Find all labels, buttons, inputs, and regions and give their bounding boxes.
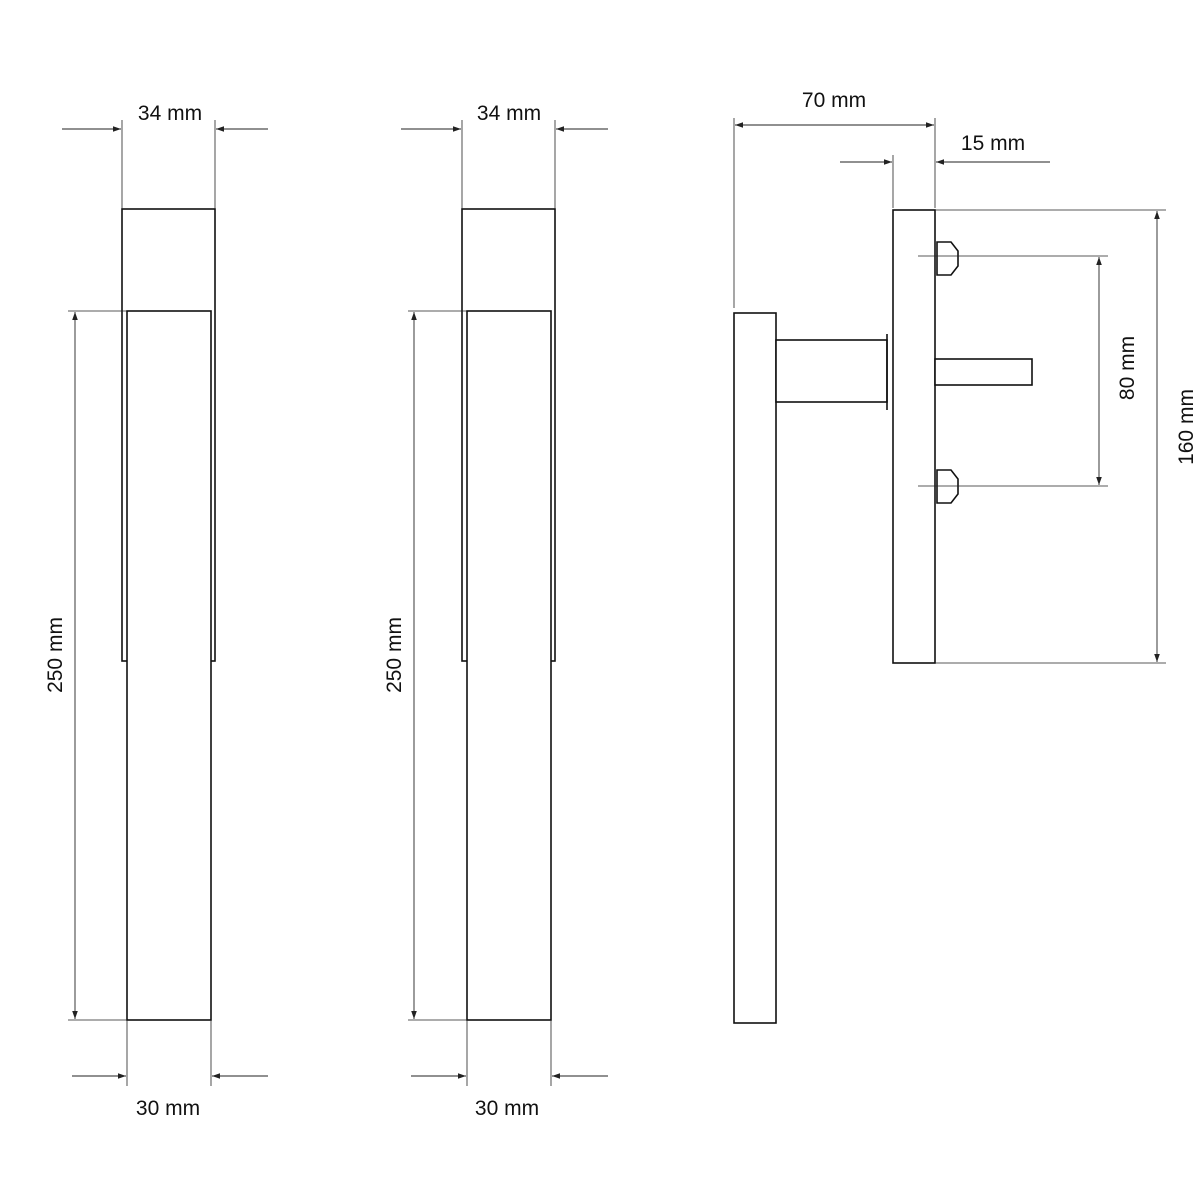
top-width-label: 34 mm [138,102,202,125]
rose-height-label: 160 mm [1175,389,1198,465]
bottom-width-label: 30 mm [475,1097,539,1120]
projection-label: 70 mm [802,89,866,112]
front-view-left: 34 mm 250 mm 30 mm [44,102,268,1120]
top-width-label: 34 mm [477,102,541,125]
length-label: 250 mm [383,617,406,693]
length-label: 250 mm [44,617,67,693]
screw-top [918,241,1108,276]
screw-bottom [918,469,1108,504]
screw-head [936,469,959,504]
rose-thickness-label: 15 mm [961,132,1025,155]
spindle [934,358,1033,386]
handle-lever [126,310,212,1021]
handle-lever [466,310,552,1021]
front-view-right: 34 mm 250 mm 30 mm [383,102,608,1120]
side-view: 70 mm 15 mm 80 mm 160 mm [733,89,1198,1024]
screw-head [936,241,959,276]
rose-plate [892,209,936,664]
handle-grip [733,312,777,1024]
screw-spacing-label: 80 mm [1116,336,1139,400]
handle-neck [775,339,888,403]
bottom-width-label: 30 mm [136,1097,200,1120]
